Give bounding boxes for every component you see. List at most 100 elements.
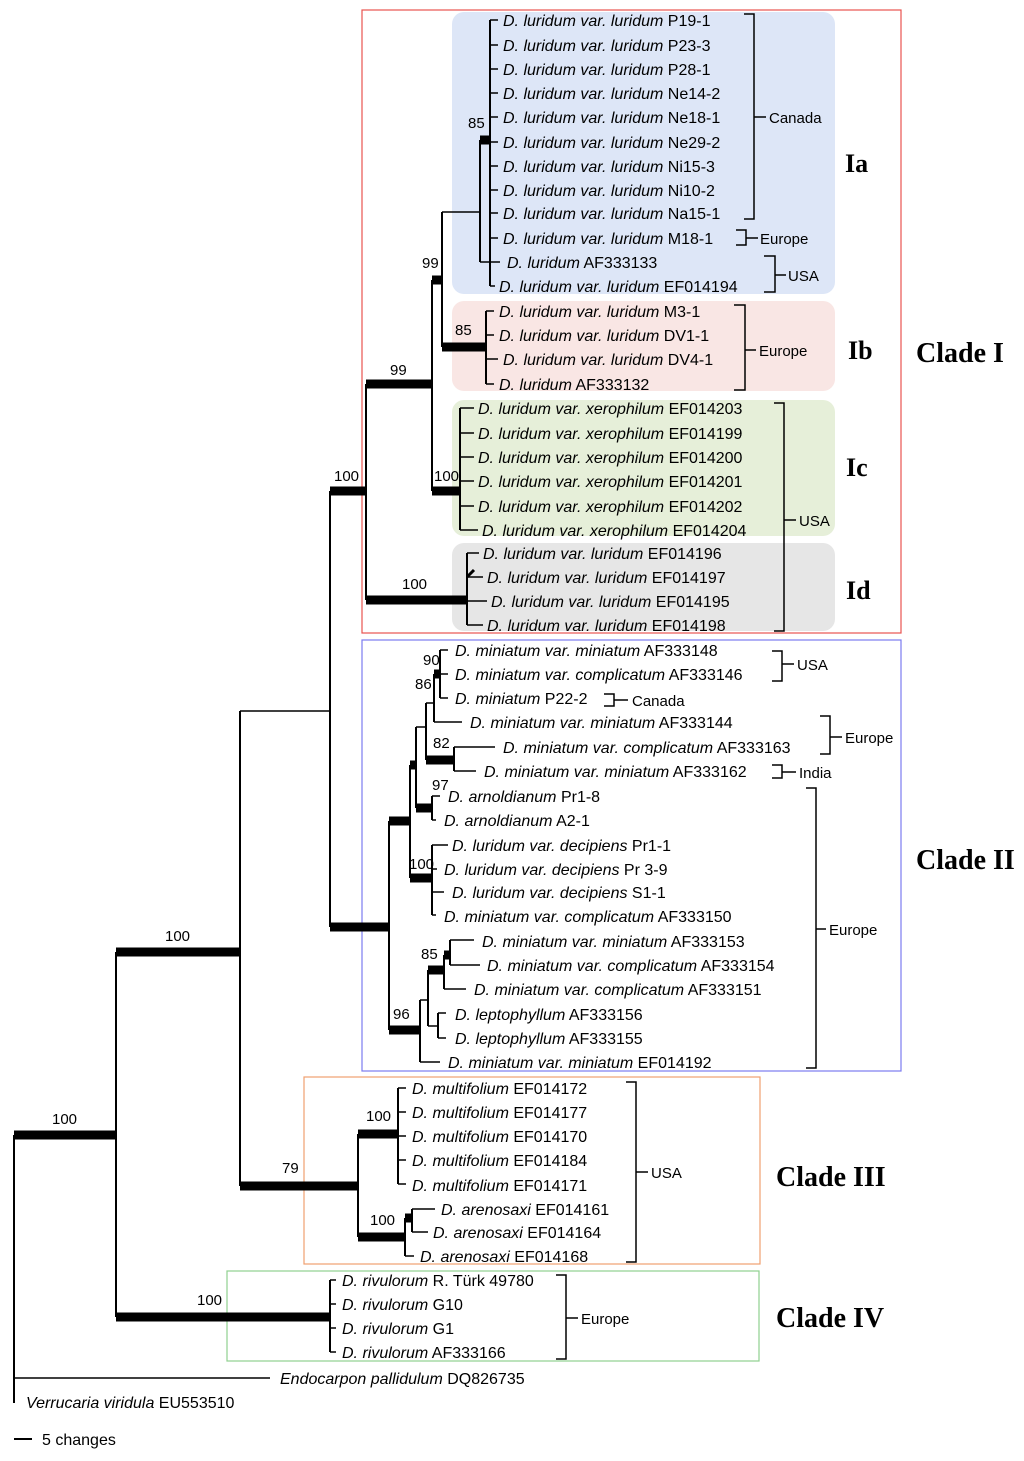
region-label: Europe xyxy=(759,343,807,360)
taxon-label: D. arenosaxi EF014161 xyxy=(441,1202,609,1219)
subclade-Ib-box xyxy=(452,301,835,391)
clade-II-box xyxy=(361,639,902,1072)
subclade-label-Id: Id xyxy=(846,576,871,605)
taxon-label: D. miniatum var. complicatum AF333150 xyxy=(444,909,732,926)
taxon-label: Endocarpon pallidulum DQ826735 xyxy=(280,1371,525,1388)
bootstrap-label: 100 xyxy=(409,856,434,873)
taxon-label: D. luridum var. luridum P23-3 xyxy=(503,38,711,55)
bootstrap-label: 100 xyxy=(434,468,459,485)
bootstrap-values: 85 99 85 99 100 100 100 90 86 82 97 100 … xyxy=(52,115,485,1309)
taxon-label: D. miniatum var. complicatum AF333151 xyxy=(474,982,762,999)
scale-label: 5 changes xyxy=(42,1432,116,1449)
region-label: Canada xyxy=(632,693,685,710)
taxon-label: D. miniatum var. miniatum AF333144 xyxy=(470,715,733,732)
taxon-label: D. luridum var. luridum EF014194 xyxy=(499,279,738,296)
taxon-label: D. luridum AF333133 xyxy=(507,255,657,272)
taxon-label: D. luridum var. luridum DV4-1 xyxy=(503,352,713,369)
clade-label-I: Clade I xyxy=(916,338,1004,369)
subclade-Id-box xyxy=(452,543,835,631)
taxon-label: D. luridum AF333132 xyxy=(499,377,649,394)
taxon-label: D. luridum var. luridum Ni15-3 xyxy=(503,159,715,176)
region-label: USA xyxy=(788,268,819,285)
clade-I-box xyxy=(361,9,902,634)
subclade-Ic-box xyxy=(452,400,835,536)
taxon-label: D. rivulorum G10 xyxy=(342,1297,463,1314)
taxon-label: D. luridum var. xerophilum EF014201 xyxy=(478,474,743,491)
taxon-label: D. luridum var. luridum Na15-1 xyxy=(503,206,720,223)
taxon-label: D. luridum var. luridum EF014195 xyxy=(491,594,730,611)
taxon-label: D. luridum var. xerophilum EF014200 xyxy=(478,450,743,467)
bootstrap-label: 86 xyxy=(415,676,432,693)
bootstrap-label: 100 xyxy=(370,1212,395,1229)
taxon-label: D. luridum var. xerophilum EF014202 xyxy=(478,499,743,516)
taxon-label: D. rivulorum R. Türk 49780 xyxy=(342,1273,534,1290)
bootstrap-label: 96 xyxy=(393,1006,410,1023)
bootstrap-label: 85 xyxy=(455,322,472,339)
taxon-label: D. arnoldianum Pr1-8 xyxy=(448,789,600,806)
clade-III-box xyxy=(303,1076,761,1265)
taxon-label: D. luridum var. decipiens Pr 3-9 xyxy=(444,862,668,879)
region-label: USA xyxy=(797,657,828,674)
clade-label-III: Clade III xyxy=(776,1162,886,1193)
tree-branches xyxy=(13,19,500,1403)
taxon-label: D. leptophyllum AF333156 xyxy=(455,1007,643,1024)
taxon-label: D. multifolium EF014177 xyxy=(412,1105,587,1122)
taxon-label: D. arnoldianum A2-1 xyxy=(444,813,590,830)
taxon-label: D. rivulorum G1 xyxy=(342,1321,454,1338)
taxon-label: D. leptophyllum AF333155 xyxy=(455,1031,643,1048)
taxon-label: D. luridum var. luridum M18-1 xyxy=(503,231,713,248)
region-label: Europe xyxy=(829,922,877,939)
region-label: India xyxy=(799,765,832,782)
taxon-label: D. multifolium EF014172 xyxy=(412,1081,587,1098)
region-label: USA xyxy=(799,513,830,530)
taxon-label: D. luridum var. luridum M3-1 xyxy=(499,304,700,321)
taxon-label: D. luridum var. xerophilum EF014204 xyxy=(482,523,747,540)
taxon-label: D. arenosaxi EF014164 xyxy=(433,1225,601,1242)
taxon-label: D. luridum var. xerophilum EF014199 xyxy=(478,426,743,443)
subclade-label-Ib: Ib xyxy=(848,336,873,365)
bootstrap-label: 100 xyxy=(197,1292,222,1309)
bootstrap-label: 100 xyxy=(402,576,427,593)
bootstrap-label: 90 xyxy=(423,652,440,669)
taxon-label: D. multifolium EF014171 xyxy=(412,1178,587,1195)
taxon-label: D. luridum var. luridum EF014198 xyxy=(487,618,726,635)
taxon-label: D. multifolium EF014184 xyxy=(412,1153,587,1170)
subclade-label-Ia: Ia xyxy=(845,149,868,178)
taxon-label: D. miniatum var. miniatum AF333162 xyxy=(484,764,747,781)
taxon-label: D. luridum var. decipiens Pr1-1 xyxy=(452,838,671,855)
taxon-label: D. luridum var. luridum Ne29-2 xyxy=(503,135,720,152)
taxon-label: D. rivulorum AF333166 xyxy=(342,1345,506,1362)
bootstrap-label: 79 xyxy=(282,1160,299,1177)
bootstrap-label: 85 xyxy=(468,115,485,132)
taxon-label: D. miniatum var. miniatum EF014192 xyxy=(448,1055,712,1072)
region-label: Europe xyxy=(760,231,808,248)
region-label: Europe xyxy=(845,730,893,747)
region-brackets: Canada Europe USA Europe USA USA Canada … xyxy=(556,13,893,1360)
taxon-label: D. luridum var. luridum Ni10-2 xyxy=(503,183,715,200)
region-label: Canada xyxy=(769,110,822,127)
bootstrap-label: 82 xyxy=(433,735,450,752)
bootstrap-label: 100 xyxy=(366,1108,391,1125)
clade-label-IV: Clade IV xyxy=(776,1303,884,1334)
bootstrap-label: 99 xyxy=(422,255,439,272)
bootstrap-label: 97 xyxy=(432,777,449,794)
clade-label-II: Clade II xyxy=(916,845,1015,876)
subclade-label-Ic: Ic xyxy=(846,453,868,482)
taxon-label: D. miniatum var. complicatum AF333146 xyxy=(455,667,743,684)
taxon-label: D. luridum var. luridum Ne18-1 xyxy=(503,110,720,127)
taxon-label: D. miniatum P22-2 xyxy=(455,691,588,708)
bootstrap-label: 100 xyxy=(165,928,190,945)
taxon-labels: D. luridum var. luridum P19-1 D. luridum… xyxy=(26,13,791,1412)
bootstrap-label: 85 xyxy=(421,946,438,963)
clade-labels: Ia Ib Ic Id Clade I Clade II Clade III C… xyxy=(776,149,1015,1334)
taxon-label: Verrucaria viridula EU553510 xyxy=(26,1395,235,1412)
taxon-label: D. luridum var. luridum Ne14-2 xyxy=(503,86,720,103)
region-label: USA xyxy=(651,1165,682,1182)
taxon-label: D. multifolium EF014170 xyxy=(412,1129,587,1146)
taxon-label: D. luridum var. luridum P28-1 xyxy=(503,62,711,79)
taxon-label: D. luridum var. xerophilum EF014203 xyxy=(478,401,743,418)
bootstrap-label: 99 xyxy=(390,362,407,379)
taxon-label: D. luridum var. luridum EF014197 xyxy=(487,570,726,587)
bootstrap-label: 100 xyxy=(52,1111,77,1128)
